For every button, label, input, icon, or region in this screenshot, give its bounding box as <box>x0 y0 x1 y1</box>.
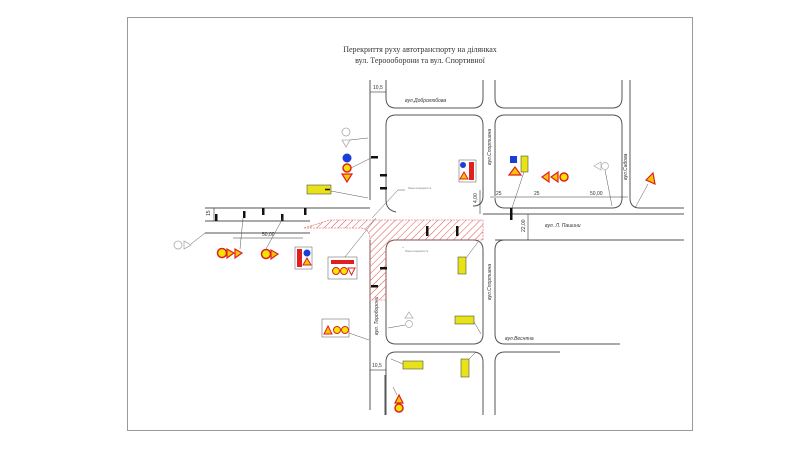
barrier <box>426 226 429 236</box>
block-outline <box>494 351 560 415</box>
detour-sign-bottom-2 <box>460 351 477 378</box>
closure-label-top: Зона перекриття <box>408 186 432 190</box>
sign-stack-top <box>340 127 372 184</box>
dim-bottom-width: 10,5 <box>372 363 382 369</box>
ghost-sign-right <box>593 161 613 207</box>
street-vesniana: вул.Весняна <box>505 336 534 342</box>
closure-hatch <box>303 219 484 301</box>
ghost-sign-left <box>173 232 206 250</box>
dimensions: 10,5 10,5 15 50,00 22,00 4,00 25 25 50,0… <box>206 85 628 371</box>
block-outline <box>385 351 484 415</box>
barrier <box>380 174 387 177</box>
barrier <box>456 226 459 236</box>
sign-panel-left <box>294 246 313 270</box>
barrier <box>380 187 387 190</box>
title-line-1: Перекриття руху автотранспорту на ділянк… <box>343 45 497 54</box>
ghost-sign-mid <box>387 311 414 329</box>
dim-pashyna-width: 22,00 <box>521 219 527 232</box>
block-outline <box>385 199 397 213</box>
street-pashyna: вул. Л. Пашини <box>545 223 581 229</box>
title-line-2: вул. Тероооборони та вул. Спортивної <box>355 56 485 65</box>
dim-offset: 4,00 <box>473 193 479 203</box>
sign-panel-center <box>327 217 377 280</box>
block-outline <box>385 239 484 345</box>
sign-panel-sportyvna <box>458 159 477 183</box>
street-sadova: вул.Садова <box>623 153 629 180</box>
barrier <box>215 214 218 221</box>
detour-sign-sportyvna <box>457 241 479 275</box>
dim-50-right: 50,00 <box>590 191 603 197</box>
road-network <box>205 80 684 415</box>
warning-sign-far-right <box>634 171 656 209</box>
signs <box>173 127 656 413</box>
road-edge <box>494 250 620 345</box>
dim-top-width: 10,5 <box>373 85 383 91</box>
dim-left-distance: 50,00 <box>262 232 275 238</box>
diagram-title: Перекриття руху автотранспорту на ділянк… <box>300 44 540 66</box>
closure-zone <box>303 219 484 301</box>
barrier <box>304 208 307 215</box>
warning-sign-icon <box>270 248 280 261</box>
closure-labels: Зона перекриття Зона перекриття <box>371 186 432 253</box>
barrier <box>371 156 378 159</box>
barrier <box>281 214 284 221</box>
barrier <box>510 208 513 220</box>
block-outline <box>385 80 484 109</box>
block-outline <box>494 239 620 251</box>
dim-25a: 25 <box>496 191 502 197</box>
mandatory-sign-icon <box>342 153 352 163</box>
roadworks-sign-icon <box>302 256 312 266</box>
detour-sign-vesniana <box>454 315 482 335</box>
street-labels: вул.Добролюбова вул.Спортивна вул. Л. Па… <box>374 98 629 342</box>
sign-group-pashyna <box>507 155 569 209</box>
sign-stack-bottom <box>392 386 404 413</box>
block-outline <box>494 80 623 109</box>
mandatory-sign-icon <box>303 249 311 257</box>
warning-sign-icon <box>226 247 236 260</box>
block-outline <box>385 114 484 207</box>
street-sportyvna-south: вул.Спортивна <box>487 264 493 300</box>
no-overtaking-sign-icon <box>260 248 272 260</box>
no-entry-sign-icon <box>216 247 228 259</box>
closure-label-bottom: Зона перекриття <box>405 249 429 253</box>
barrier <box>243 211 246 218</box>
street-dobroliubova: вул.Добролюбова <box>405 98 446 104</box>
barrier <box>371 285 378 288</box>
detour-sign-top-left <box>306 184 369 199</box>
sign-group-left-2 <box>260 217 284 261</box>
street-teroborony: вул. Тероборони <box>374 296 380 335</box>
block-outline <box>494 114 623 209</box>
sign-panel-bottom <box>321 318 370 341</box>
warning-sign-icon <box>234 247 244 260</box>
barrier <box>262 208 265 215</box>
detour-sign-bottom-1 <box>390 358 424 370</box>
street-sportyvna-north: вул.Спортивна <box>487 129 493 165</box>
barrier <box>380 267 387 270</box>
sign-group-left-1 <box>216 217 244 260</box>
dim-left-width: 15 <box>206 210 212 216</box>
barriers <box>215 156 513 288</box>
road-edge <box>629 80 684 209</box>
dim-25b: 25 <box>534 191 540 197</box>
